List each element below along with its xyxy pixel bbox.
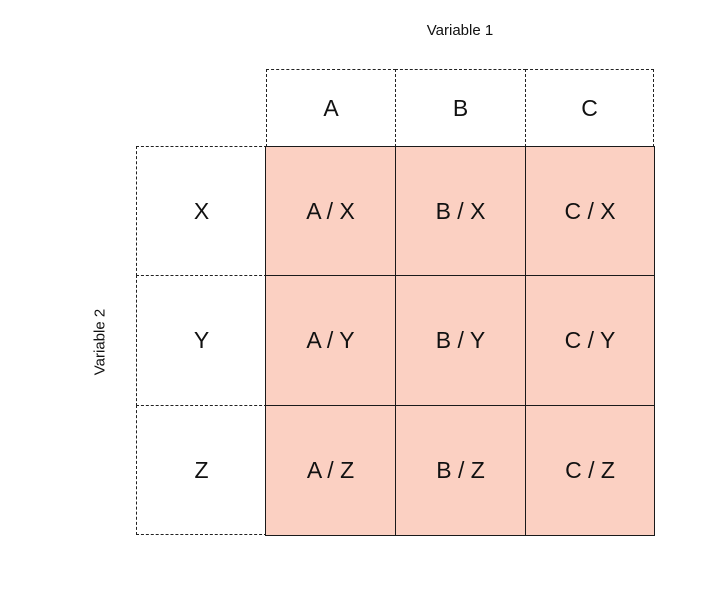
column-header-b: B [395,69,526,147]
cell-a-y: A / Y [265,275,396,406]
column-header-a: A [266,69,396,147]
variable-2-label: Variable 2 [91,308,109,376]
cell-c-x: C / X [525,146,655,276]
variable-1-label: Variable 1 [426,22,494,39]
cell-b-y: B / Y [395,275,526,406]
cell-c-z: C / Z [525,405,655,536]
row-header-x: X [136,146,267,276]
cell-c-y: C / Y [525,275,655,406]
cell-b-z: B / Z [395,405,526,536]
row-header-z: Z [136,405,267,535]
cell-b-x: B / X [395,146,526,276]
cell-a-z: A / Z [265,405,396,536]
row-header-y: Y [136,275,267,406]
cell-a-x: A / X [265,146,396,276]
column-header-c: C [525,69,654,147]
